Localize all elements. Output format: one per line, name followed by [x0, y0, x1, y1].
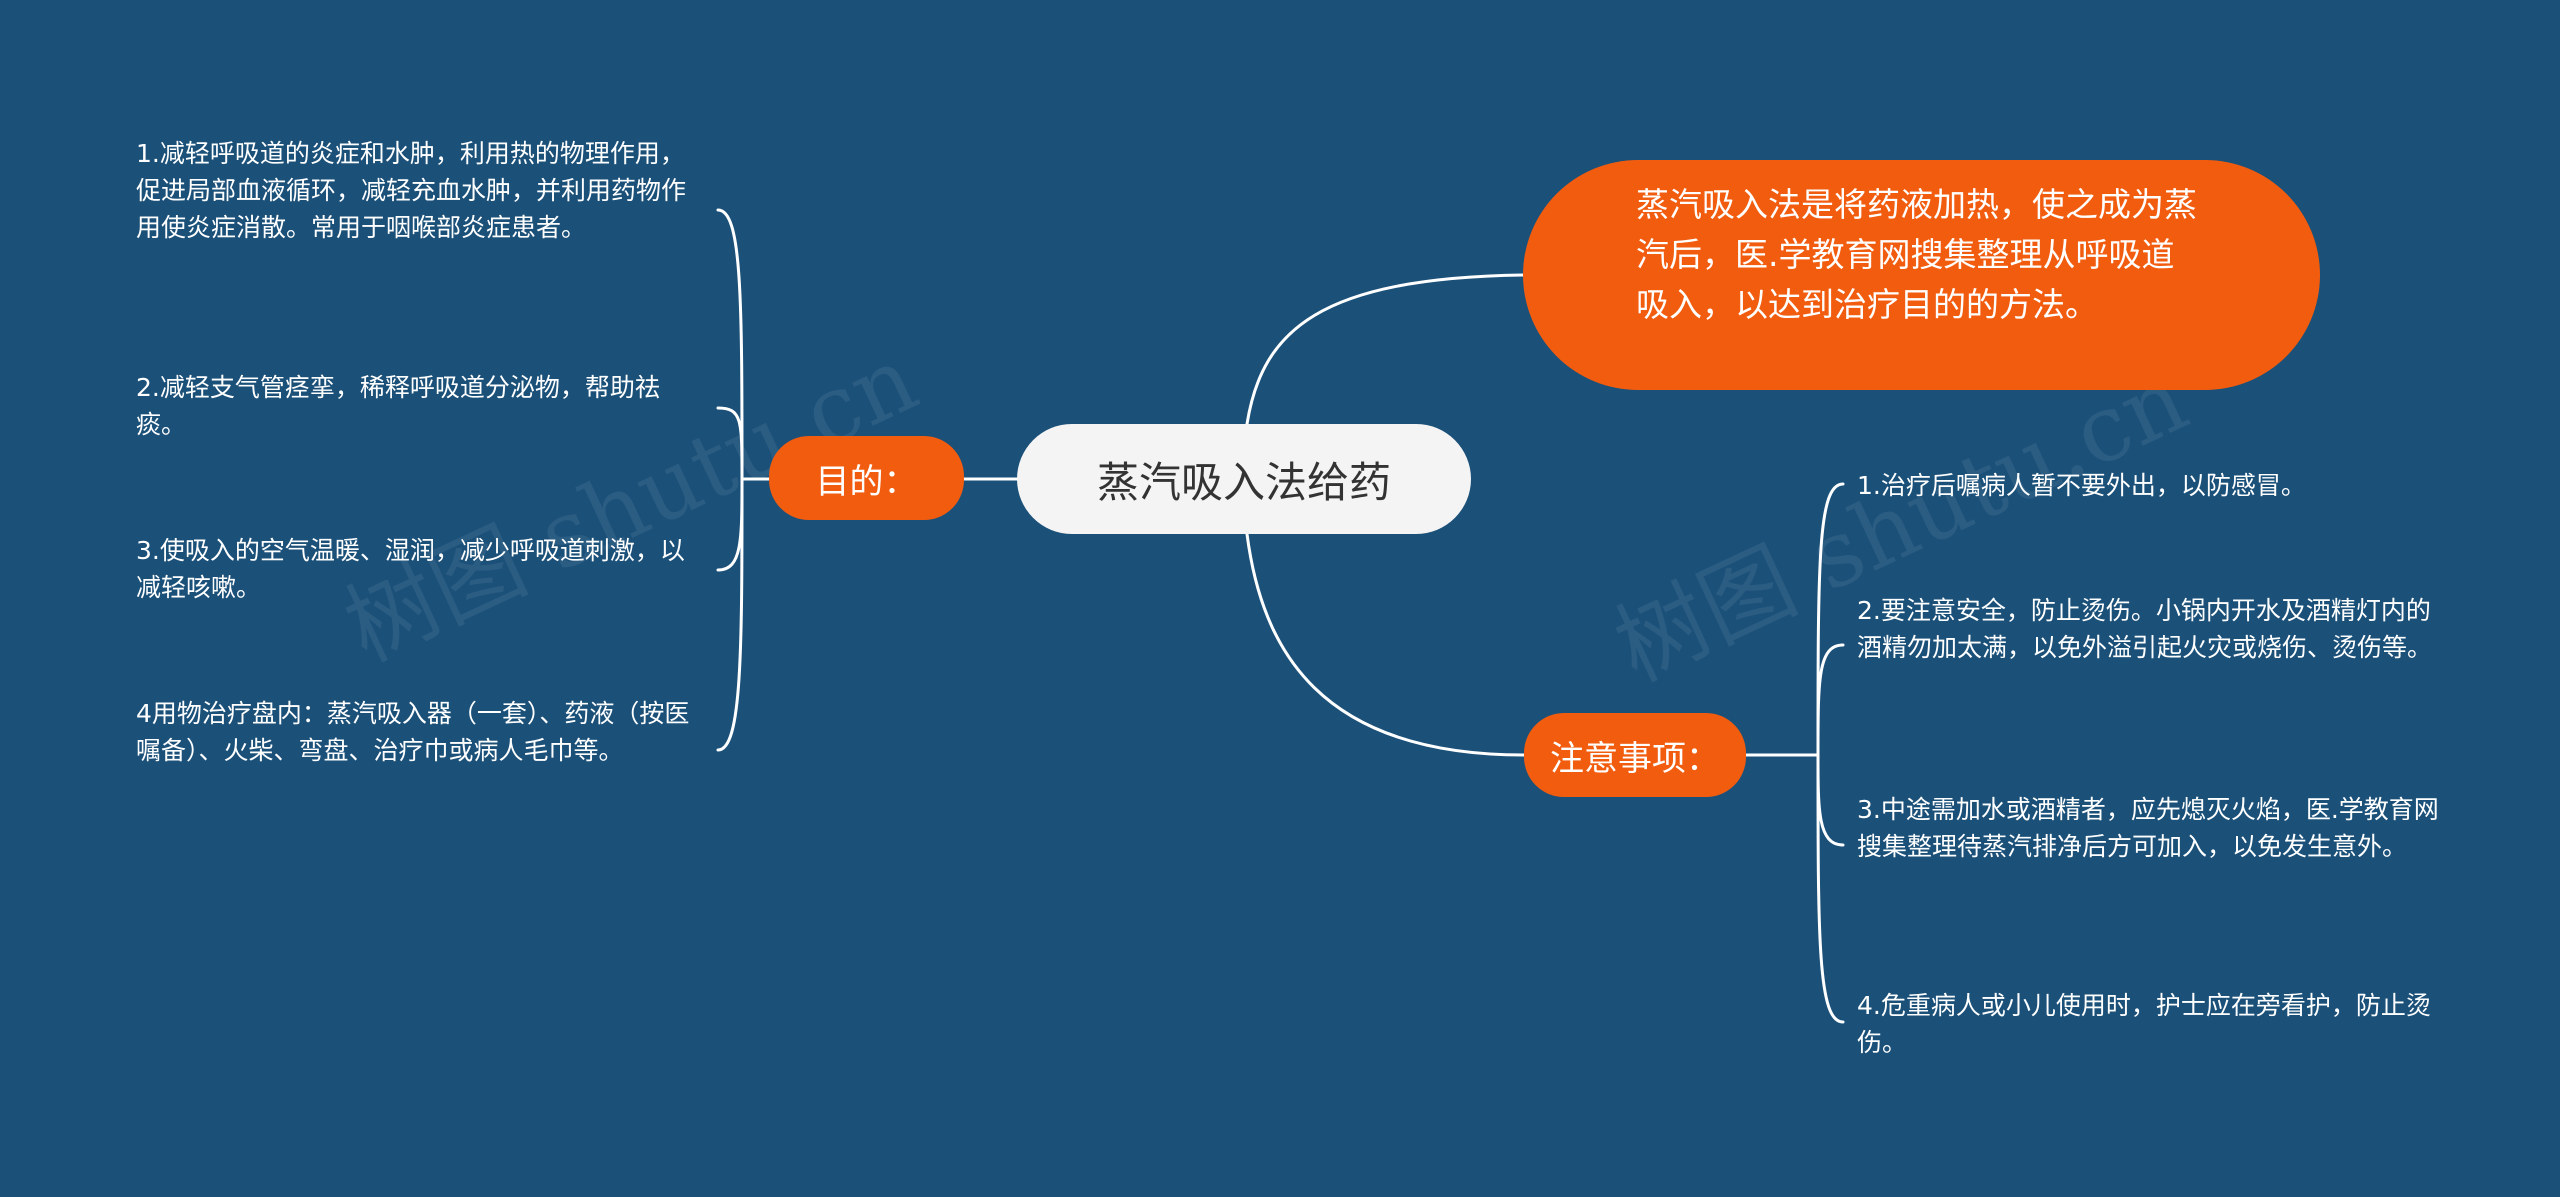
connector-purpose-item4 — [716, 477, 744, 752]
notes-item-4[interactable]: 4.危重病人或小儿使用时，护士应在旁看护，防止烫伤。 — [1857, 991, 2431, 1057]
purpose-item-4[interactable]: 4用物治疗盘内：蒸汽吸入器（一套）、药液（按医嘱备）、火柴、弯盘、治疗巾或病人毛… — [136, 699, 690, 765]
notes-item-1[interactable]: 1.治疗后嘱病人暂不要外出，以防感冒。 — [1857, 471, 2306, 500]
definition-node[interactable]: 蒸汽吸入法是将药液加热，使之成为蒸汽后，医.学教育网搜集整理从呼吸道吸入，以达到… — [1523, 160, 2320, 390]
connector-notes-item3 — [1816, 753, 1845, 847]
purpose-item-1[interactable]: 1.减轻呼吸道的炎症和水肿，利用热的物理作用，促进局部血液循环，减轻充血水肿，并… — [136, 139, 687, 242]
connector-notes-item2 — [1816, 643, 1845, 757]
purpose-item-3[interactable]: 3.使吸入的空气温暖、湿润，减少呼吸道刺激，以减轻咳嗽。 — [136, 536, 685, 602]
notes-branch[interactable]: 注意事项： — [1524, 713, 1746, 797]
central-topic[interactable]: 蒸汽吸入法给药 — [1017, 424, 1471, 534]
connector-purpose-item3 — [716, 477, 744, 572]
purpose-item-2[interactable]: 2.减轻支气管痉挛，稀释呼吸道分泌物，帮助祛痰。 — [136, 373, 660, 439]
connector-notes-item4 — [1816, 753, 1845, 1024]
connector-notes-item1 — [1816, 482, 1845, 757]
connector-purpose-item1 — [716, 208, 744, 481]
purpose-branch[interactable]: 目的： — [769, 436, 964, 520]
connector-purpose-item2 — [716, 406, 744, 481]
connector-center-definition — [1245, 273, 1525, 426]
connector-center-notes — [1245, 532, 1526, 757]
notes-item-2[interactable]: 2.要注意安全，防止烫伤。小锅内开水及酒精灯内的酒精勿加太满，以免外溢引起火灾或… — [1857, 596, 2433, 662]
notes-item-3[interactable]: 3.中途需加水或酒精者，应先熄灭火焰，医.学教育网搜集整理待蒸汽排净后方可加入，… — [1857, 795, 2439, 861]
